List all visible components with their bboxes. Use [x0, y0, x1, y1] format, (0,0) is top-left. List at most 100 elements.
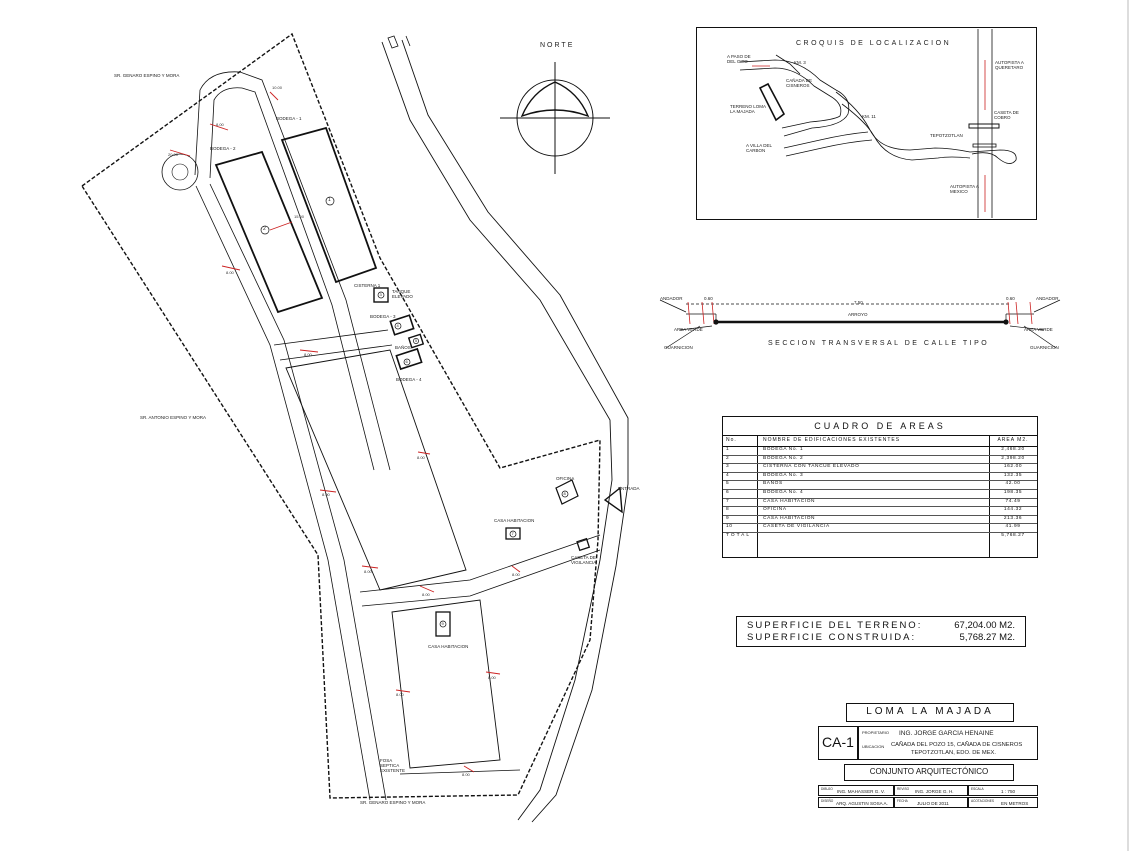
- sketch-autopista-q: AUTOPISTA A QUERETARO: [995, 60, 1024, 70]
- location-sketch-title: CROQUIS DE LOCALIZACION: [796, 40, 952, 47]
- marker-bodega2: 2: [263, 226, 266, 232]
- north-label: NORTE: [540, 42, 575, 49]
- dim-6: 8.00: [304, 352, 312, 357]
- title-block-project: LOMA LA MAJADA: [846, 703, 1014, 722]
- dim-3: 10.00: [272, 85, 283, 90]
- superficie-construida-label: SUPERFICIE CONSTRUIDA:: [747, 632, 917, 643]
- dim-2: 20.00: [168, 152, 179, 157]
- dim-7: 8.00: [417, 455, 425, 460]
- tb-dibujo-cell: DIBUJO ING. MAHASSER G. V.: [818, 785, 894, 796]
- superficie-terreno-value: 67,204.00 M2.: [954, 620, 1015, 631]
- section-center-top: 7.50: [854, 300, 863, 305]
- dim-13: 8.00: [462, 772, 470, 777]
- marker-bodega4: 6: [405, 359, 408, 364]
- section-left-top: ANDADOR: [660, 296, 683, 301]
- marker-oficina: 8: [563, 491, 566, 496]
- tb-acotaciones-cell: ACOTACIONES EN METROS: [968, 797, 1038, 808]
- owner-bottom-label: SR. GENARO ESPINO Y MORA: [360, 800, 426, 805]
- sketch-tepotzotlan: TEPOTZOTLAN: [930, 133, 963, 138]
- areas-table: CUADRO DE AREAS No. NOMBRE DE EDIFICACIO…: [722, 416, 1038, 558]
- marker-cisterna: 3: [379, 292, 382, 297]
- dim-4: 15.00: [294, 214, 305, 219]
- casa-hab2-label: CASA HABITACION: [428, 644, 469, 649]
- sketch-km11: KM. 11: [862, 114, 876, 119]
- oficina-label: OFICINA: [556, 476, 575, 481]
- north-arrow-icon: [500, 62, 610, 174]
- banos-label: BAÑOS: [395, 345, 411, 350]
- sheet-border: [1127, 0, 1129, 851]
- marker-banos: 5: [415, 338, 417, 343]
- title-block-plan: CONJUNTO ARQUITECTÓNICO: [844, 764, 1014, 781]
- tanque-label: TANQUE ELEVADO: [392, 289, 413, 299]
- site-plan-drawing: [81, 32, 629, 823]
- caseta-label: CASETA DE VIGILANCIA: [571, 555, 597, 565]
- ubicacion-line2: TEPOTZOTLAN, EDO. DE MEX.: [911, 750, 997, 756]
- areas-header-no: No.: [726, 437, 737, 443]
- dim-10: 8.00: [512, 572, 520, 577]
- areas-table-title: CUADRO DE AREAS: [723, 417, 1037, 436]
- areas-header-name: NOMBRE DE EDIFICACIONES EXISTENTES: [763, 437, 901, 443]
- sketch-autopista-m: AUTOPISTA A MEXICO: [950, 184, 979, 194]
- plan-code: CA-1: [822, 734, 854, 750]
- owner-left-label: SR. ANTONIO ESPINO Y MORA: [140, 415, 207, 420]
- cisterna-label: CISTERNA 1: [354, 283, 381, 288]
- marker-casa2: 9: [441, 621, 444, 626]
- areas-table-header: No. NOMBRE DE EDIFICACIONES EXISTENTES A…: [723, 435, 1037, 447]
- title-block-code: CA-1: [818, 726, 858, 760]
- tb-escala-cell: ESCALA 1 : 750: [968, 785, 1038, 796]
- casa-hab1-label: CASA HABITACION: [494, 518, 535, 523]
- bodega1-label: BODEGA - 1: [276, 116, 302, 121]
- propietario-value: ING. JORGE GARCIA HENAINE: [899, 730, 994, 737]
- section-title: SECCION TRANSVERSAL DE CALLE TIPO: [768, 340, 990, 347]
- tb-diseno-cell: DISEÑO ARQ. AGUSTIN SOSA A.: [818, 797, 894, 808]
- dim-9: 8.00: [422, 592, 430, 597]
- sketch-canada: CAÑADA DE CISNEROS: [786, 78, 813, 88]
- sketch-villa: A VILLA DEL CARBON: [746, 143, 772, 153]
- superficie-box: SUPERFICIE DEL TERRENO: 67,204.00 M2. SU…: [736, 616, 1026, 647]
- marker-bodega1: 1: [328, 197, 331, 203]
- areas-total-value: 5,768.27: [1001, 533, 1025, 538]
- propietario-label: PROPIETARIO: [862, 730, 890, 735]
- property-boundary: [81, 32, 601, 799]
- bodega3-label: BODEGA - 3: [370, 314, 396, 319]
- cisterna-shape: [373, 287, 389, 303]
- access-road: [381, 41, 613, 821]
- sketch-a-paso: A PASO DE DEL GITO: [727, 54, 751, 64]
- section-right-bot: GUARNICION: [1030, 345, 1059, 350]
- areas-total-row: TOTAL 5,768.27: [723, 532, 1037, 541]
- sketch-km: KM. 3: [794, 60, 806, 65]
- sketch-caseta: CASETA DE COBRO: [994, 110, 1019, 120]
- dim-11: 8.00: [488, 675, 496, 680]
- title-block-info: PROPIETARIO ING. JORGE GARCIA HENAINE UB…: [858, 726, 1038, 760]
- fosa-label: FOSA SEPTICA EXISTENTE: [380, 758, 406, 773]
- bodega-1-shape: [280, 126, 378, 284]
- dim-14: 8.00: [364, 569, 372, 574]
- section-dim-left: 0.60: [704, 296, 713, 301]
- project-name: LOMA LA MAJADA: [866, 706, 994, 717]
- bodega4-label: BODEGA - 4: [396, 377, 422, 382]
- tb-reviso-cell: REVISO ING. JORGE G. H.: [894, 785, 968, 796]
- marker-bodega3: 4: [396, 323, 399, 328]
- section-dim-right: 0.60: [1006, 296, 1015, 301]
- superficie-terreno-label: SUPERFICIE DEL TERRENO:: [747, 620, 923, 631]
- dim-12: 8.00: [396, 692, 404, 697]
- tb-fecha-cell: FECHA JULIO DE 2011: [894, 797, 968, 808]
- dim-8: 8.00: [322, 492, 330, 497]
- sketch-terreno: TERRENO LOMA LA MAJADA: [730, 104, 766, 114]
- owner-top-label: SR. GENARO ESPINO Y MORA: [114, 73, 180, 78]
- dim-5: 8.00: [226, 270, 234, 275]
- section-left-mid: AREA VERDE: [674, 327, 703, 332]
- bodega2-label: BODEGA - 2: [210, 146, 236, 151]
- superficie-construida-value: 5,768.27 M2.: [959, 632, 1015, 643]
- dim-1: 8.00: [216, 122, 224, 127]
